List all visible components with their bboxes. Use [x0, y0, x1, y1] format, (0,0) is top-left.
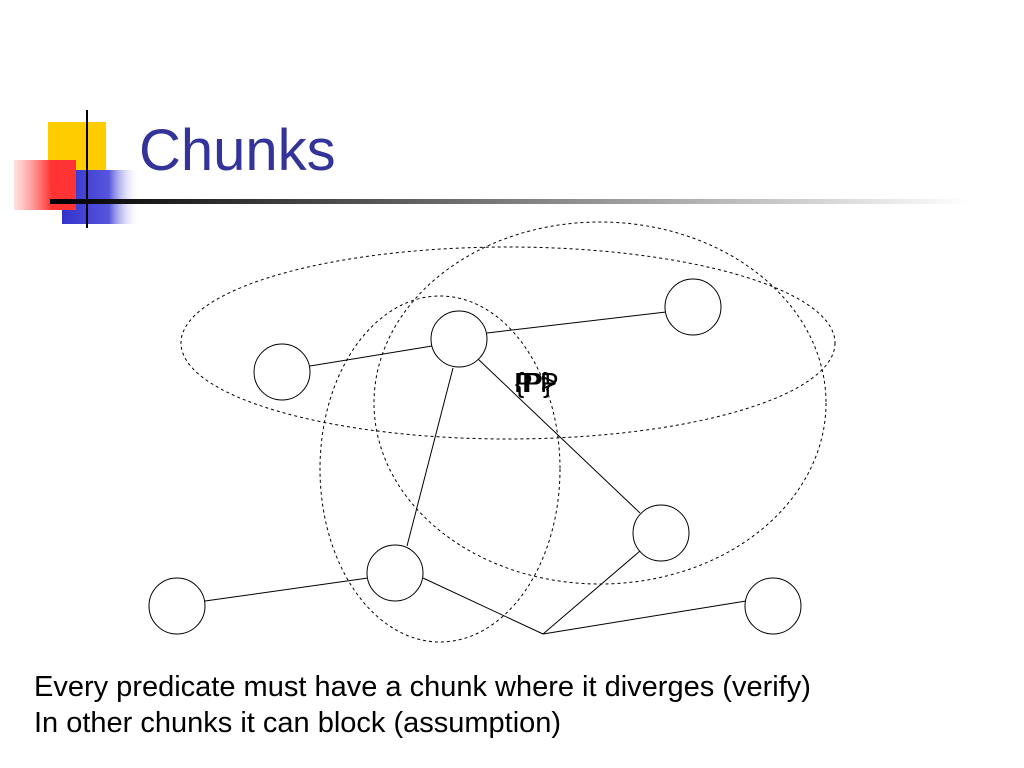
graph-node	[366, 544, 424, 602]
edge	[542, 550, 641, 635]
edge	[422, 577, 544, 635]
title-rule	[50, 199, 970, 204]
edge	[204, 577, 369, 602]
overlap-label-3: P P	[514, 367, 559, 398]
graph-node	[744, 577, 802, 635]
page-title: Chunks	[139, 118, 336, 183]
graph-node	[664, 278, 722, 336]
graph-node	[148, 577, 206, 635]
edge	[542, 600, 747, 635]
edge	[477, 358, 641, 514]
chunk-graph: {P} P> P P	[148, 221, 836, 643]
edge	[486, 311, 667, 334]
edge	[406, 367, 454, 547]
body-line: In other chunks it can block (assumption…	[34, 707, 562, 739]
overlap-label-1: {P}	[515, 367, 552, 398]
overlap-label-2: P>	[522, 367, 557, 398]
edge	[309, 345, 433, 367]
title-decoration	[14, 110, 970, 228]
graph-node	[430, 310, 488, 368]
graph-node	[632, 504, 690, 562]
body-text: Every predicate must have a chunk where …	[34, 669, 811, 741]
body-line: Every predicate must have a chunk where …	[34, 671, 811, 703]
chunk-ellipse-right	[373, 221, 827, 585]
chunk-ellipse-left	[319, 295, 561, 643]
chunk-ellipse-wide	[180, 246, 836, 440]
graph-node	[253, 343, 311, 401]
